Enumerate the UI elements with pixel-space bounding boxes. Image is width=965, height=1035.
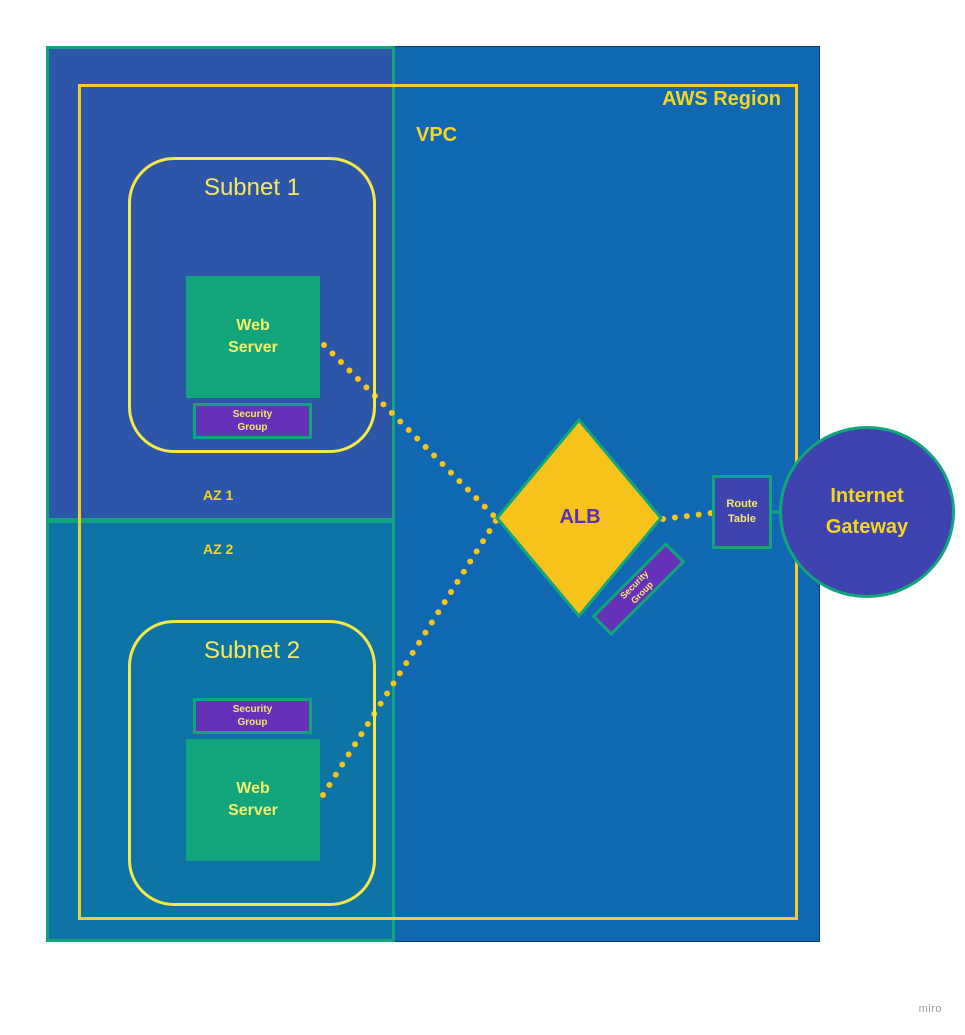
- subnet-1: Subnet 1: [128, 157, 376, 453]
- alb-diamond: [495, 417, 663, 619]
- security-group-2-line-2: Group: [237, 717, 268, 728]
- internet-gateway-line-1: Internet: [830, 485, 904, 507]
- connector-web1-to-alb: [321, 342, 500, 522]
- internet-gateway-line-2: Gateway: [825, 516, 909, 538]
- az1-label: AZ 1: [203, 487, 234, 503]
- web-server-2-line-1: Web: [236, 780, 270, 797]
- aws-region-label: AWS Region: [662, 88, 781, 110]
- alb-label: ALB: [559, 506, 601, 528]
- route-table-line-1: Route: [726, 498, 758, 510]
- route-table-line-2: Table: [728, 513, 756, 525]
- az2-label: AZ 2: [203, 541, 234, 557]
- security-group-2-line-1: Security: [232, 704, 273, 715]
- connector-alb-to-route-table: [660, 510, 715, 522]
- subnet-1-title: Subnet 1: [203, 174, 301, 201]
- security-group-1-line-2: Group: [237, 422, 268, 433]
- miro-watermark: miro: [918, 1003, 942, 1015]
- web-server-1-line-2: Server: [228, 339, 278, 356]
- subnet-2-title: Subnet 2: [203, 637, 301, 664]
- vpc-label: VPC: [416, 124, 458, 146]
- web-server-1-line-1: Web: [236, 317, 270, 334]
- subnet-2: Subnet 2: [128, 620, 376, 906]
- connector-web2-to-alb: [320, 516, 500, 798]
- web-server-2-line-2: Server: [228, 802, 278, 819]
- security-group-1-line-1: Security: [232, 409, 273, 420]
